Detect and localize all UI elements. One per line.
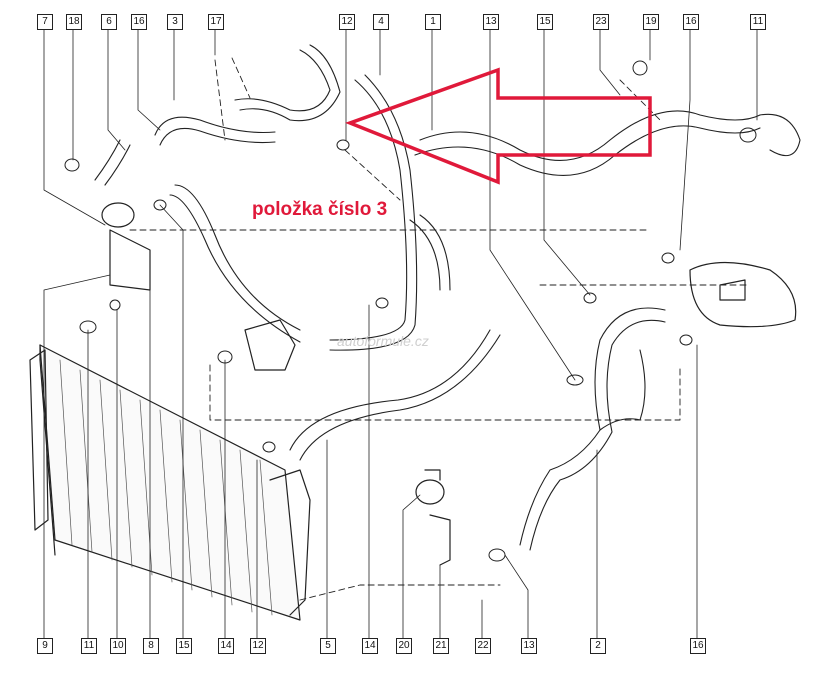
callout-top: 16 [131, 14, 147, 30]
callout-bottom: 21 [433, 638, 449, 654]
callout-bottom: 11 [81, 638, 97, 654]
callout-top: 12 [339, 14, 355, 30]
callout-top: 11 [750, 14, 766, 30]
pump-9 [101, 202, 151, 291]
callout-top: 18 [66, 14, 82, 30]
clamps [64, 60, 757, 562]
callout-bottom: 16 [690, 638, 706, 654]
callout-top: 13 [483, 14, 499, 30]
callout-bottom: 9 [37, 638, 53, 654]
callout-bottom: 2 [590, 638, 606, 654]
hoses [94, 44, 801, 551]
callout-top: 3 [167, 14, 183, 30]
callout-leaders [43, 29, 758, 639]
callout-top: 17 [208, 14, 224, 30]
callout-bottom: 22 [475, 638, 491, 654]
callout-top: 16 [683, 14, 699, 30]
pump-20 [415, 469, 451, 566]
watermark: autoformule.cz [337, 333, 429, 349]
callout-top: 15 [537, 14, 553, 30]
callout-top: 1 [425, 14, 441, 30]
callout-top: 23 [593, 14, 609, 30]
callout-bottom: 10 [110, 638, 126, 654]
callout-bottom: 15 [176, 638, 192, 654]
highlight-arrow [345, 67, 652, 185]
leader-lines [129, 57, 751, 601]
callout-bottom: 5 [320, 638, 336, 654]
callout-bottom: 20 [396, 638, 412, 654]
callout-bottom: 8 [143, 638, 159, 654]
callout-bottom: 14 [362, 638, 378, 654]
callout-bottom: 14 [218, 638, 234, 654]
callout-top: 4 [373, 14, 389, 30]
expansion-tank [689, 261, 797, 328]
callout-top: 6 [101, 14, 117, 30]
annotation-label: položka číslo 3 [252, 199, 388, 220]
radiator [29, 344, 311, 621]
valve-block [244, 319, 296, 371]
callout-top: 7 [37, 14, 53, 30]
callout-top: 19 [643, 14, 659, 30]
callout-bottom: 12 [250, 638, 266, 654]
callout-bottom: 13 [521, 638, 537, 654]
